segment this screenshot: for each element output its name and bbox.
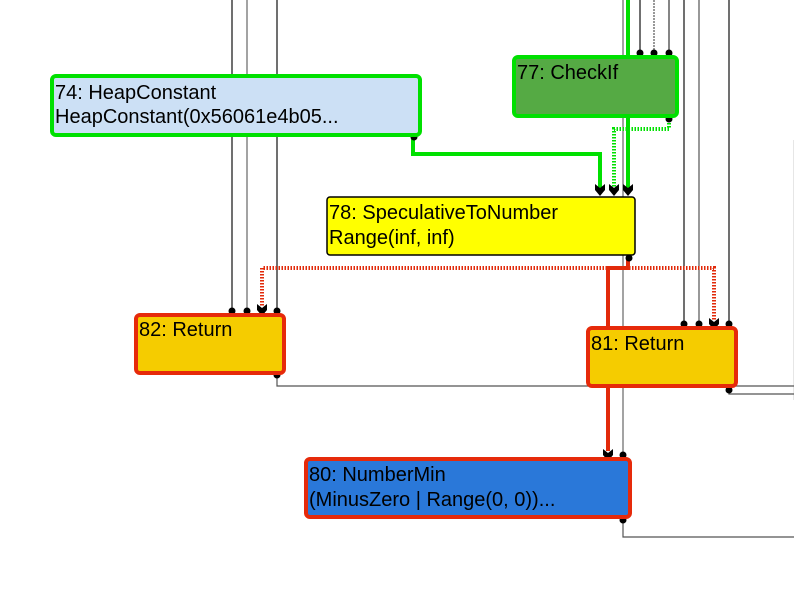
arrowhead-icon [623, 184, 633, 196]
port-dot-icon [243, 307, 251, 315]
edge-74-to-78[interactable] [411, 135, 602, 188]
node-82-label: 82: Return [139, 319, 232, 341]
node-78-box[interactable] [326, 196, 636, 256]
node-77[interactable]: 77: CheckIf [512, 55, 679, 118]
edge-78-to-81-dotted[interactable] [626, 266, 716, 320]
port-dot-icon [680, 320, 688, 328]
port-dot-icon [725, 386, 733, 394]
arrowhead-icon [609, 184, 619, 196]
port-dot-icon [725, 320, 733, 328]
node-74-box[interactable] [50, 74, 422, 137]
node-78[interactable]: 78: SpeculativeToNumber Range(inf, inf) [326, 196, 636, 256]
node-81[interactable]: 81: Return [586, 326, 738, 388]
edge-out-81[interactable] [728, 388, 794, 395]
node-80[interactable]: 80: NumberMin (MinusZero | Range(0, 0)).… [304, 457, 632, 519]
node-77-box[interactable] [512, 55, 679, 118]
node-74-detail: HeapConstant(0x56061e4b05... [55, 106, 339, 128]
node-80-label: 80: NumberMin [309, 464, 446, 486]
port-dot-icon [695, 320, 703, 328]
arrowhead-icon [595, 184, 605, 196]
node-80-detail: (MinusZero | Range(0, 0))... [309, 489, 555, 511]
node-78-detail: Range(inf, inf) [329, 227, 455, 249]
port-dot-icon [619, 451, 627, 459]
node-82-box[interactable] [134, 313, 286, 375]
port-dot-icon [665, 49, 673, 57]
edge-out-80[interactable] [622, 519, 794, 538]
port-dot-icon [650, 49, 658, 57]
port-dot-icon [625, 254, 633, 262]
port-dot-icon [273, 307, 281, 315]
node-81-label: 81: Return [591, 333, 684, 355]
node-78-label: 78: SpeculativeToNumber [329, 202, 558, 224]
port-dot-icon [636, 49, 644, 57]
node-81-box[interactable] [586, 326, 738, 388]
node-82[interactable]: 82: Return [134, 313, 286, 375]
edge-77-to-78-dotted[interactable] [612, 117, 671, 188]
edge-78-to-82-dotted[interactable] [260, 266, 610, 306]
node-74[interactable]: 74: HeapConstant HeapConstant(0x56061e4b… [50, 74, 422, 137]
node-74-label: 74: HeapConstant [55, 82, 217, 104]
node-80-box[interactable] [304, 457, 632, 519]
port-dot-icon [228, 307, 236, 315]
node-77-label: 77: CheckIf [517, 62, 619, 84]
